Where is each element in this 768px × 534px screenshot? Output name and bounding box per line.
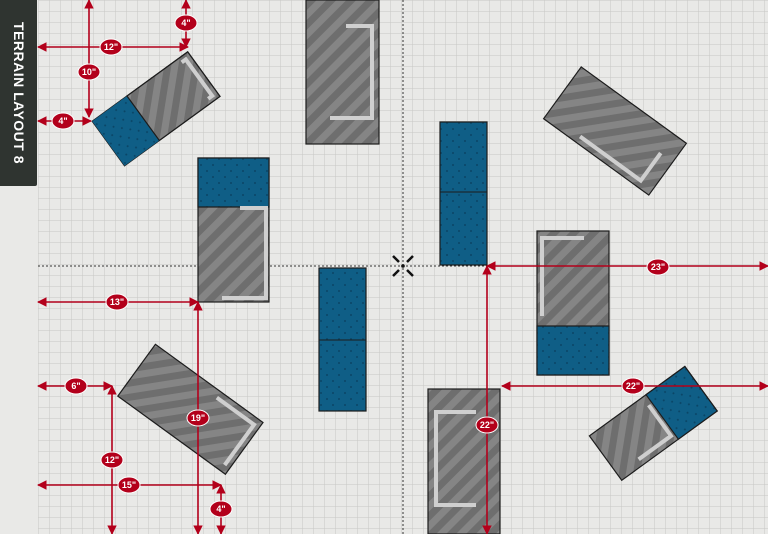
- layout-title: TERRAIN LAYOUT 8: [11, 21, 27, 165]
- measure-badge-4-top: 4": [174, 14, 198, 32]
- measure-label-4-bottom: 4": [216, 504, 225, 514]
- measure-badge-12-low: 12": [100, 451, 124, 469]
- measure-badge-13: 13": [105, 293, 129, 311]
- measure-label-22-mid: 22": [480, 420, 494, 430]
- terrain-ruin-top-center: [305, 0, 380, 145]
- measure-label-12-top: 12": [104, 42, 118, 52]
- measure-label-4-top: 4": [181, 18, 190, 28]
- terrain-area-center-top: [439, 121, 488, 266]
- terrain-ruin-bottom-center: [427, 388, 501, 534]
- title-sidebar: TERRAIN LAYOUT 8: [0, 0, 37, 186]
- measure-badge-22-mid: 22": [475, 416, 499, 434]
- measure-badge-10: 10": [77, 63, 101, 81]
- measure-badge-6: 6": [64, 377, 88, 395]
- measure-badge-4-bottom: 4": [209, 500, 233, 518]
- measure-badge-19: 19": [186, 409, 210, 427]
- terrain-ruin-bottom-left: [116, 343, 264, 476]
- terrain-ruin-top-left: [91, 51, 221, 167]
- measure-badge-4-left: 4": [51, 112, 75, 130]
- measure-label-23: 23": [651, 262, 665, 272]
- crosshair-icon: [392, 255, 414, 277]
- terrain-ruin-right-mid: [536, 230, 610, 376]
- measure-label-22-right: 22": [626, 381, 640, 391]
- measure-badge-23: 23": [646, 258, 670, 276]
- terrain-area-center-bottom: [318, 267, 367, 412]
- measure-label-19: 19": [191, 413, 205, 423]
- measure-label-4-left: 4": [58, 116, 67, 126]
- measure-badge-15: 15": [117, 476, 141, 494]
- measure-label-6: 6": [71, 381, 80, 391]
- terrain-ruin-top-right: [542, 66, 688, 196]
- measure-label-12-low: 12": [105, 455, 119, 465]
- measure-label-15: 15": [122, 480, 136, 490]
- measure-label-13: 13": [110, 297, 124, 307]
- measure-badge-22-right: 22": [621, 377, 645, 395]
- measure-badge-12-top: 12": [99, 38, 123, 56]
- measure-label-10: 10": [82, 67, 96, 77]
- terrain-ruin-left-mid: [197, 157, 270, 303]
